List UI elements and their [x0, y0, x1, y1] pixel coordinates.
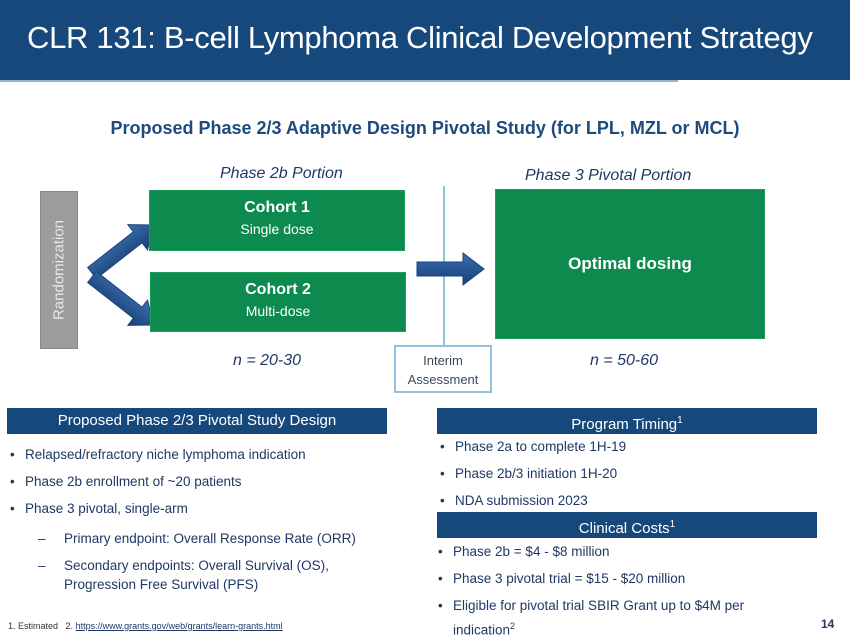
timing-bullet: NDA submission 2023 — [438, 487, 818, 514]
interim-assessment-box: Interim Assessment — [394, 345, 492, 393]
arrow-down-right-icon — [86, 270, 155, 326]
timing-list: Phase 2a to complete 1H-19 Phase 2b/3 in… — [438, 433, 818, 514]
title-underline — [0, 80, 678, 82]
design-sub-bullet: Secondary endpoints: Overall Survival (O… — [8, 556, 428, 594]
phase3-portion-label: Phase 3 Pivotal Portion — [525, 167, 692, 184]
grants-link[interactable]: https://www.grants.gov/web/grants/learn-… — [75, 621, 283, 631]
footnote-1: 1. Estimated — [8, 621, 59, 631]
timing-heading-text: Program Timing — [571, 416, 678, 433]
timing-footnote-ref: 1 — [677, 415, 683, 426]
page-number: 14 — [821, 617, 835, 631]
slide-title: CLR 131: B-cell Lymphoma Clinical Develo… — [27, 20, 813, 55]
costs-heading-text: Clinical Costs — [578, 520, 670, 537]
sbir-footnote-ref: 2 — [510, 621, 516, 631]
design-bullet: Relapsed/refractory niche lymphoma indic… — [8, 441, 428, 468]
title-bar — [0, 0, 850, 80]
n-phase2b: n = 20-30 — [233, 352, 302, 369]
arrow-right-icon — [416, 252, 485, 286]
optimal-dosing-box: Optimal dosing — [495, 189, 765, 339]
phase2b-portion-label: Phase 2b Portion — [220, 165, 343, 182]
footnote-2-prefix: 2. — [65, 621, 74, 631]
costs-bullet: Phase 2b = $4 - $8 million — [436, 538, 806, 565]
costs-panel-heading: Clinical Costs1 — [437, 512, 817, 538]
cohort2-title: Cohort 2 — [245, 281, 311, 298]
interim-line1: Interim — [423, 353, 463, 368]
timing-bullet: Phase 2a to complete 1H-19 — [438, 433, 818, 460]
randomization-box: Randomization — [40, 191, 78, 349]
cohort2-subtitle: Multi-dose — [245, 303, 311, 319]
design-bullet: Phase 2b enrollment of ~20 patients — [8, 468, 428, 495]
design-bullet: Phase 3 pivotal, single-arm — [8, 495, 428, 522]
n-phase3: n = 50-60 — [590, 352, 659, 369]
timing-bullet: Phase 2b/3 initiation 1H-20 — [438, 460, 818, 487]
optimal-dosing-label: Optimal dosing — [568, 254, 692, 273]
design-panel: Relapsed/refractory niche lymphoma indic… — [8, 441, 428, 594]
cohort1-box: Cohort 1 Single dose — [149, 190, 405, 251]
costs-bullet: Phase 3 pivotal trial = $15 - $20 millio… — [436, 565, 806, 592]
costs-bullet: Eligible for pivotal trial SBIR Grant up… — [436, 596, 806, 641]
interim-line2: Assessment — [407, 372, 479, 387]
costs-footnote-ref: 1 — [669, 519, 676, 530]
design-sub-bullet: Primary endpoint: Overall Response Rate … — [8, 529, 428, 548]
randomization-label: Randomization — [50, 219, 68, 321]
sbir-text: Eligible for pivotal trial SBIR Grant up… — [453, 598, 745, 638]
timing-panel-heading: Program Timing1 — [437, 408, 817, 434]
costs-list: Phase 2b = $4 - $8 million Phase 3 pivot… — [436, 538, 806, 641]
cohort2-box: Cohort 2 Multi-dose — [150, 272, 406, 332]
slide-subtitle: Proposed Phase 2/3 Adaptive Design Pivot… — [110, 118, 740, 138]
cohort1-subtitle: Single dose — [240, 221, 314, 237]
footnotes: 1. Estimated 2. https://www.grants.gov/w… — [8, 621, 283, 631]
cohort1-title: Cohort 1 — [244, 199, 310, 216]
design-panel-heading: Proposed Phase 2/3 Pivotal Study Design — [7, 408, 387, 434]
